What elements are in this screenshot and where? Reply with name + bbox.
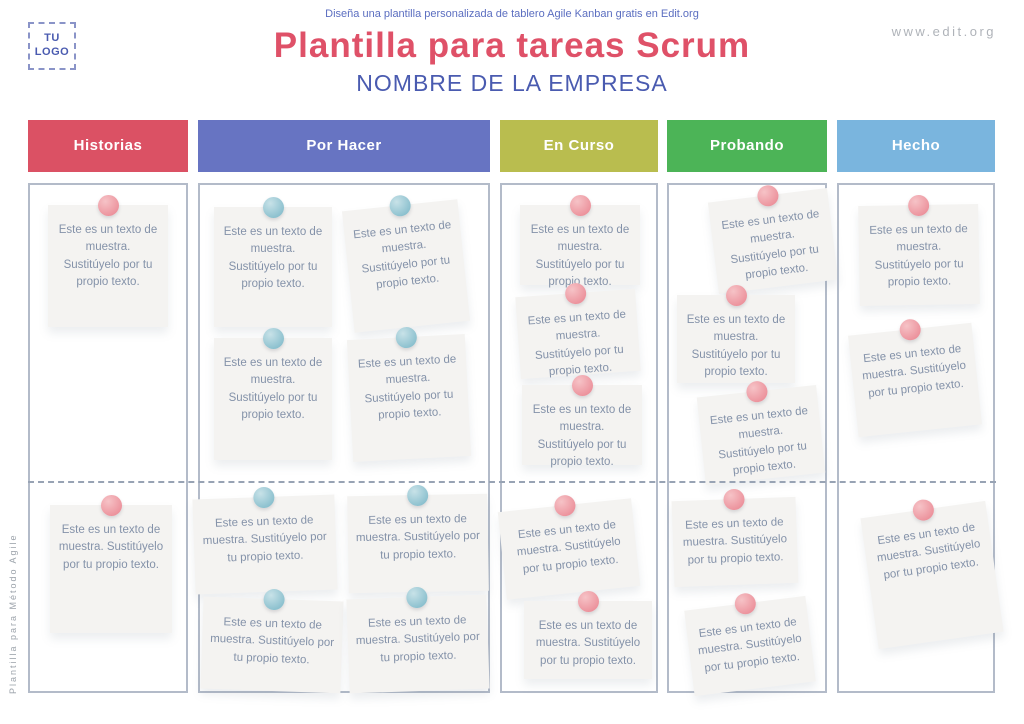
column-header-probando[interactable]: Probando [667,120,827,172]
pushpin-icon [263,328,284,349]
column-header-por-hacer[interactable]: Por Hacer [198,120,490,172]
sticky-note[interactable]: Este es un texto de muestra. Sustitúyelo… [200,588,344,694]
logo-placeholder[interactable]: TU LOGO [28,22,76,70]
sticky-note[interactable]: Este es un texto de muestra. Sustitúyelo… [860,498,1004,650]
sticky-note[interactable]: Este es un texto de muestra. Sustitúyelo… [497,494,641,600]
column-header-hecho[interactable]: Hecho [837,120,995,172]
sticky-note[interactable]: Este es un texto de muestra. Sustitúyelo… [214,197,332,327]
note-text: Este es un texto de muestra. Sustitúyelo… [58,224,158,288]
sticky-note[interactable]: Este es un texto de muestra. Sustitúyelo… [684,592,816,697]
sticky-note[interactable]: Este es un texto de muestra. Sustitúyelo… [848,318,982,438]
top-tagline-link[interactable]: Diseña una plantilla personalizada de ta… [325,8,699,20]
column-header-en-curso[interactable]: En Curso [500,120,658,172]
pushpin-icon [263,197,284,218]
pushpin-icon [101,495,122,516]
sticky-note[interactable]: Este es un texto de muestra. Sustitúyelo… [214,328,332,460]
lane-divider [28,481,996,483]
sticky-note[interactable]: Este es un texto de muestra. Sustitúyelo… [696,380,826,486]
column-por-hacer: Este es un texto de muestra. Sustitúyelo… [192,183,490,694]
sticky-note[interactable]: Este es un texto de muestra. Sustitúyelo… [347,484,489,594]
pushpin-icon [578,591,599,612]
company-name[interactable]: NOMBRE DE LA EMPRESA [356,70,668,96]
note-text: Este es un texto de muestra. Sustitúyelo… [58,524,164,571]
sticky-note[interactable]: Este es un texto de muestra. Sustitúyelo… [858,194,980,307]
website-link[interactable]: www.edit.org [891,24,996,39]
note-text: Este es un texto de muestra. Sustitúyelo… [535,620,641,667]
sticky-note[interactable]: Este es un texto de muestra. Sustitúyelo… [346,326,472,463]
sticky-note[interactable]: Este es un texto de muestra. Sustitúyelo… [515,282,641,380]
sticky-note[interactable]: Este es un texto de muestra. Sustitúyelo… [192,486,338,595]
column-header-historias[interactable]: Historias [28,120,188,172]
logo-line2: LOGO [34,46,70,58]
note-text: Este es un texto de muestra. Sustitúyelo… [357,353,457,422]
logo-line1: TU [44,32,60,45]
note-text: Este es un texto de muestra. Sustitúyelo… [532,404,632,468]
pushpin-icon [726,285,747,306]
sticky-note[interactable]: Este es un texto de muestra. Sustitúyelo… [707,184,839,294]
sticky-note[interactable]: Este es un texto de muestra. Sustitúyelo… [346,586,490,694]
note-text: Este es un texto de muestra. Sustitúyelo… [527,308,627,378]
note-text: Este es un texto de muestra. Sustitúyelo… [530,224,630,288]
note-text: Este es un texto de muestra. Sustitúyelo… [686,314,786,378]
sticky-note[interactable]: Este es un texto de muestra. Sustitúyelo… [48,195,168,327]
sticky-note[interactable]: Este es un texto de muestra. Sustitúyelo… [671,488,799,588]
column-en-curso: Este es un texto de muestra. Sustitúyelo… [497,183,658,693]
note-text: Este es un texto de muestra. Sustitúyelo… [869,223,968,289]
sticky-note[interactable]: Este es un texto de muestra. Sustitúyelo… [524,591,652,679]
vertical-watermark: Plantilla para Método Agile [8,533,18,694]
sticky-note[interactable]: Este es un texto de muestra. Sustitúyelo… [341,194,471,333]
pushpin-icon [572,375,593,396]
sticky-note[interactable]: Este es un texto de muestra. Sustitúyelo… [677,285,795,383]
sticky-note[interactable]: Este es un texto de muestra. Sustitúyelo… [520,195,640,288]
sticky-note[interactable]: Este es un texto de muestra. Sustitúyelo… [522,375,642,468]
page-title: Plantilla para tareas Scrum [273,26,751,65]
note-text: Este es un texto de muestra. Sustitúyelo… [223,357,323,421]
note-text: Este es un texto de muestra. Sustitúyelo… [223,226,323,290]
sticky-note[interactable]: Este es un texto de muestra. Sustitúyelo… [50,495,172,633]
pushpin-icon [98,195,119,216]
column-historias: Este es un texto de muestra. Sustitúyelo… [28,183,188,693]
pushpin-icon [570,195,591,216]
column-probando: Este es un texto de muestra. Sustitúyelo… [667,183,839,697]
column-hecho: Este es un texto de muestra. Sustitúyelo… [837,183,1004,693]
